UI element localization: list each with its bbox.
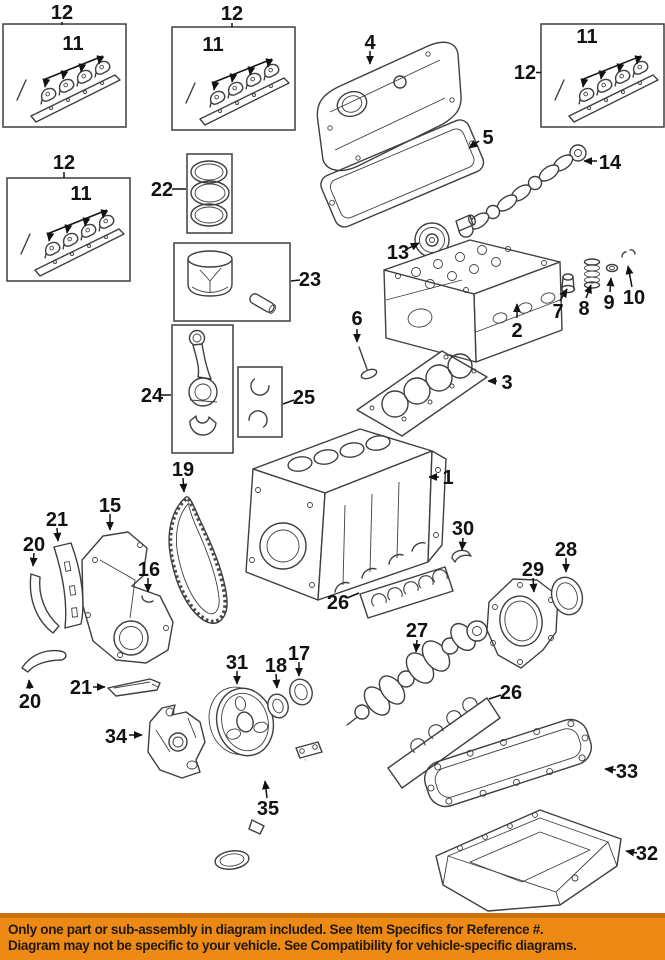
- crankshaft-illustration: [346, 620, 488, 726]
- callout-32: 32: [636, 843, 658, 865]
- callout-26-lower: 26: [500, 682, 522, 704]
- cover-seal-illustration: [141, 595, 154, 603]
- rear-main-seal-illustration: [550, 576, 584, 616]
- callout-24: 24: [141, 385, 164, 407]
- callout-31: 31: [226, 652, 248, 674]
- rocker-kit-box-top-center: [172, 27, 295, 130]
- callout-18: 18: [265, 655, 287, 677]
- disclaimer-line-1: Only one part or sub-assembly in diagram…: [8, 922, 544, 937]
- main-bearings-upper-box: [359, 566, 454, 619]
- callout-5: 5: [482, 127, 493, 149]
- callout-33: 33: [616, 761, 638, 783]
- callout-22: 22: [151, 179, 173, 201]
- engine-exploded-diagram: 12 11 12 11 12 11 12 11 4 5 14 13 22 23 …: [0, 2, 665, 912]
- callout-19: 19: [172, 459, 194, 481]
- rocker-kit-box-mid-left: [7, 178, 130, 281]
- callout-26-upper: 26: [327, 592, 349, 614]
- intake-valve-illustration: [358, 346, 378, 380]
- disclaimer-banner: Only one part or sub-assembly in diagram…: [0, 913, 665, 960]
- disclaimer-line-2: Diagram may not be specific to your vehi…: [8, 938, 577, 953]
- cam-phaser-sprocket-illustration: [414, 214, 476, 258]
- front-seal-illustration: [267, 693, 289, 719]
- callout-11-top-left: 11: [62, 33, 83, 55]
- chain-guide-upper-illustration: [29, 573, 60, 634]
- crank-pulley-illustration: [208, 686, 275, 757]
- oil-pan-gasket-illustration: [424, 718, 592, 808]
- callout-2: 2: [511, 320, 522, 342]
- tensioner-arm-lower-illustration: [107, 678, 161, 697]
- oil-pan-illustration: [435, 809, 622, 912]
- timing-chain-illustration: [168, 496, 228, 624]
- callout-28: 28: [555, 539, 577, 561]
- callout-1: 1: [442, 467, 453, 489]
- callout-29: 29: [522, 559, 544, 581]
- valve-keepers-illustration: [621, 249, 636, 258]
- callout-14: 14: [599, 152, 622, 174]
- callout-leader-lines: [25, 22, 638, 857]
- callout-21-lower: 21: [70, 677, 92, 699]
- callout-34: 34: [105, 726, 128, 748]
- rear-cover-illustration: [486, 578, 559, 669]
- callout-30: 30: [452, 518, 474, 540]
- callout-13: 13: [387, 242, 409, 264]
- rod-bearings-box: [237, 366, 283, 438]
- callout-23: 23: [299, 269, 321, 291]
- piston-rings-box: [186, 153, 233, 234]
- callout-11-top-center: 11: [202, 34, 223, 56]
- engine-block-illustration: [245, 428, 447, 601]
- callout-11-mid-left: 11: [70, 183, 91, 205]
- callout-21-upper: 21: [46, 509, 68, 531]
- callout-labels: 12 11 12 11 12 11 12 11 4 5 14 13 22 23 …: [19, 2, 658, 865]
- piston-box: [173, 242, 291, 322]
- callout-6: 6: [351, 308, 362, 330]
- seal-ring-illustration: [289, 678, 313, 706]
- callout-8: 8: [578, 298, 589, 320]
- callout-20-lower: 20: [19, 691, 41, 713]
- callout-16: 16: [138, 559, 160, 581]
- callout-12-mid-left: 12: [53, 152, 75, 174]
- callout-25: 25: [293, 387, 315, 409]
- callout-3: 3: [501, 372, 512, 394]
- head-gasket-illustration: [356, 350, 488, 437]
- callout-15: 15: [99, 495, 121, 517]
- camshaft-illustration: [458, 144, 587, 238]
- oil-pump-illustration: [147, 704, 206, 779]
- connecting-rod-box: [171, 324, 234, 454]
- cylinder-head-illustration: [383, 239, 563, 363]
- callout-4: 4: [364, 32, 376, 54]
- callout-9: 9: [603, 292, 614, 314]
- callout-27: 27: [406, 620, 428, 642]
- valve-stem-seal-illustration: [560, 273, 576, 294]
- callout-35: 35: [257, 798, 279, 820]
- callout-12-top-left: 12: [51, 2, 73, 24]
- callout-10: 10: [623, 287, 645, 309]
- callout-11-top-right: 11: [576, 26, 597, 48]
- rocker-kit-box-top-right: [541, 24, 664, 127]
- oil-pickup-tube-illustration: [214, 741, 323, 870]
- chain-guide-lower-illustration: [21, 649, 67, 673]
- callout-7: 7: [552, 301, 563, 323]
- callout-17: 17: [288, 643, 310, 665]
- timing-cover-illustration: [81, 531, 174, 664]
- callout-12-top-right: 12: [514, 62, 536, 84]
- thrust-washer-illustration: [451, 549, 472, 563]
- spring-retainer-illustration: [605, 263, 619, 273]
- callout-20-upper: 20: [23, 534, 45, 556]
- callout-12-top-center: 12: [221, 3, 243, 25]
- valve-spring-illustration: [583, 258, 601, 289]
- tensioner-arm-upper-illustration: [53, 542, 84, 629]
- main-bearings-lower-box: [387, 694, 501, 789]
- valve-cover-illustration: [316, 41, 462, 172]
